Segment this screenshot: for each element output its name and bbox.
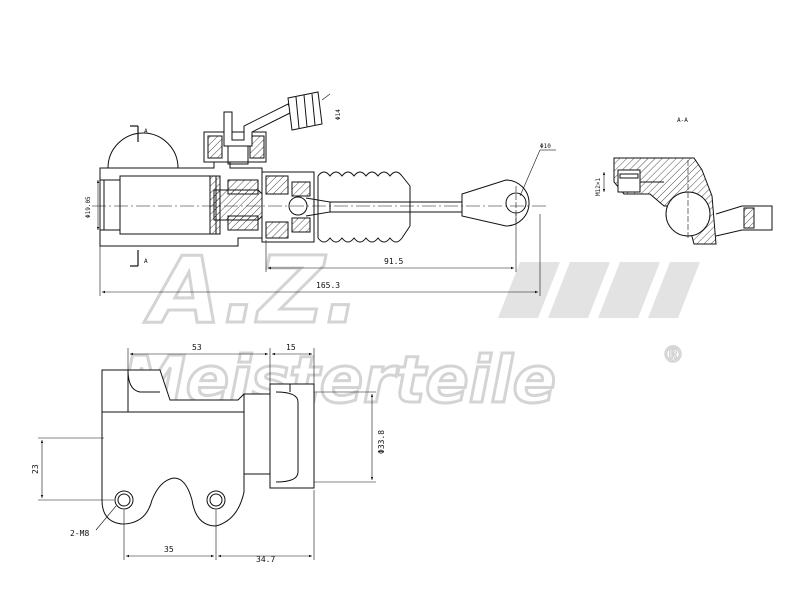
cut-mark-label-bottom: A [144, 258, 148, 265]
section-cut-marks [130, 125, 139, 267]
hole-spacing-label: 35 [164, 545, 174, 554]
eye-diameter-label: Φ10 [540, 143, 551, 150]
section-aa-view [602, 157, 773, 245]
watermark-stripes [498, 262, 700, 318]
fitting-diameter-label: Φ14 [335, 109, 342, 120]
top-view [92, 91, 548, 247]
bottom-view [101, 369, 315, 527]
watermark-brand-top: A.Z. [144, 237, 360, 344]
bore-diameter-label: Φ19.05 [85, 196, 92, 218]
cut-mark-label-top: A [144, 128, 148, 135]
thread-size-label: M12×1 [595, 178, 602, 196]
watermark: A.Z. Meisterteile ® [121, 236, 700, 420]
top-view-dimensions [96, 93, 556, 296]
port-diameter-label: Φ33.8 [377, 430, 386, 454]
end-offset-label: 34.7 [256, 555, 275, 564]
rod-length-label: 91.5 [384, 257, 403, 266]
hole-thread-label: 2-M8 [70, 529, 89, 538]
watermark-registered-mark: ® [662, 343, 684, 368]
total-length-label: 165.3 [316, 281, 340, 290]
bottom-view-dimensions [38, 348, 376, 560]
section-aa-title: A-A [677, 117, 688, 124]
flange-width-label: 53 [192, 343, 202, 352]
port-width-label: 15 [286, 343, 296, 352]
hole-height-label: 23 [31, 464, 40, 474]
